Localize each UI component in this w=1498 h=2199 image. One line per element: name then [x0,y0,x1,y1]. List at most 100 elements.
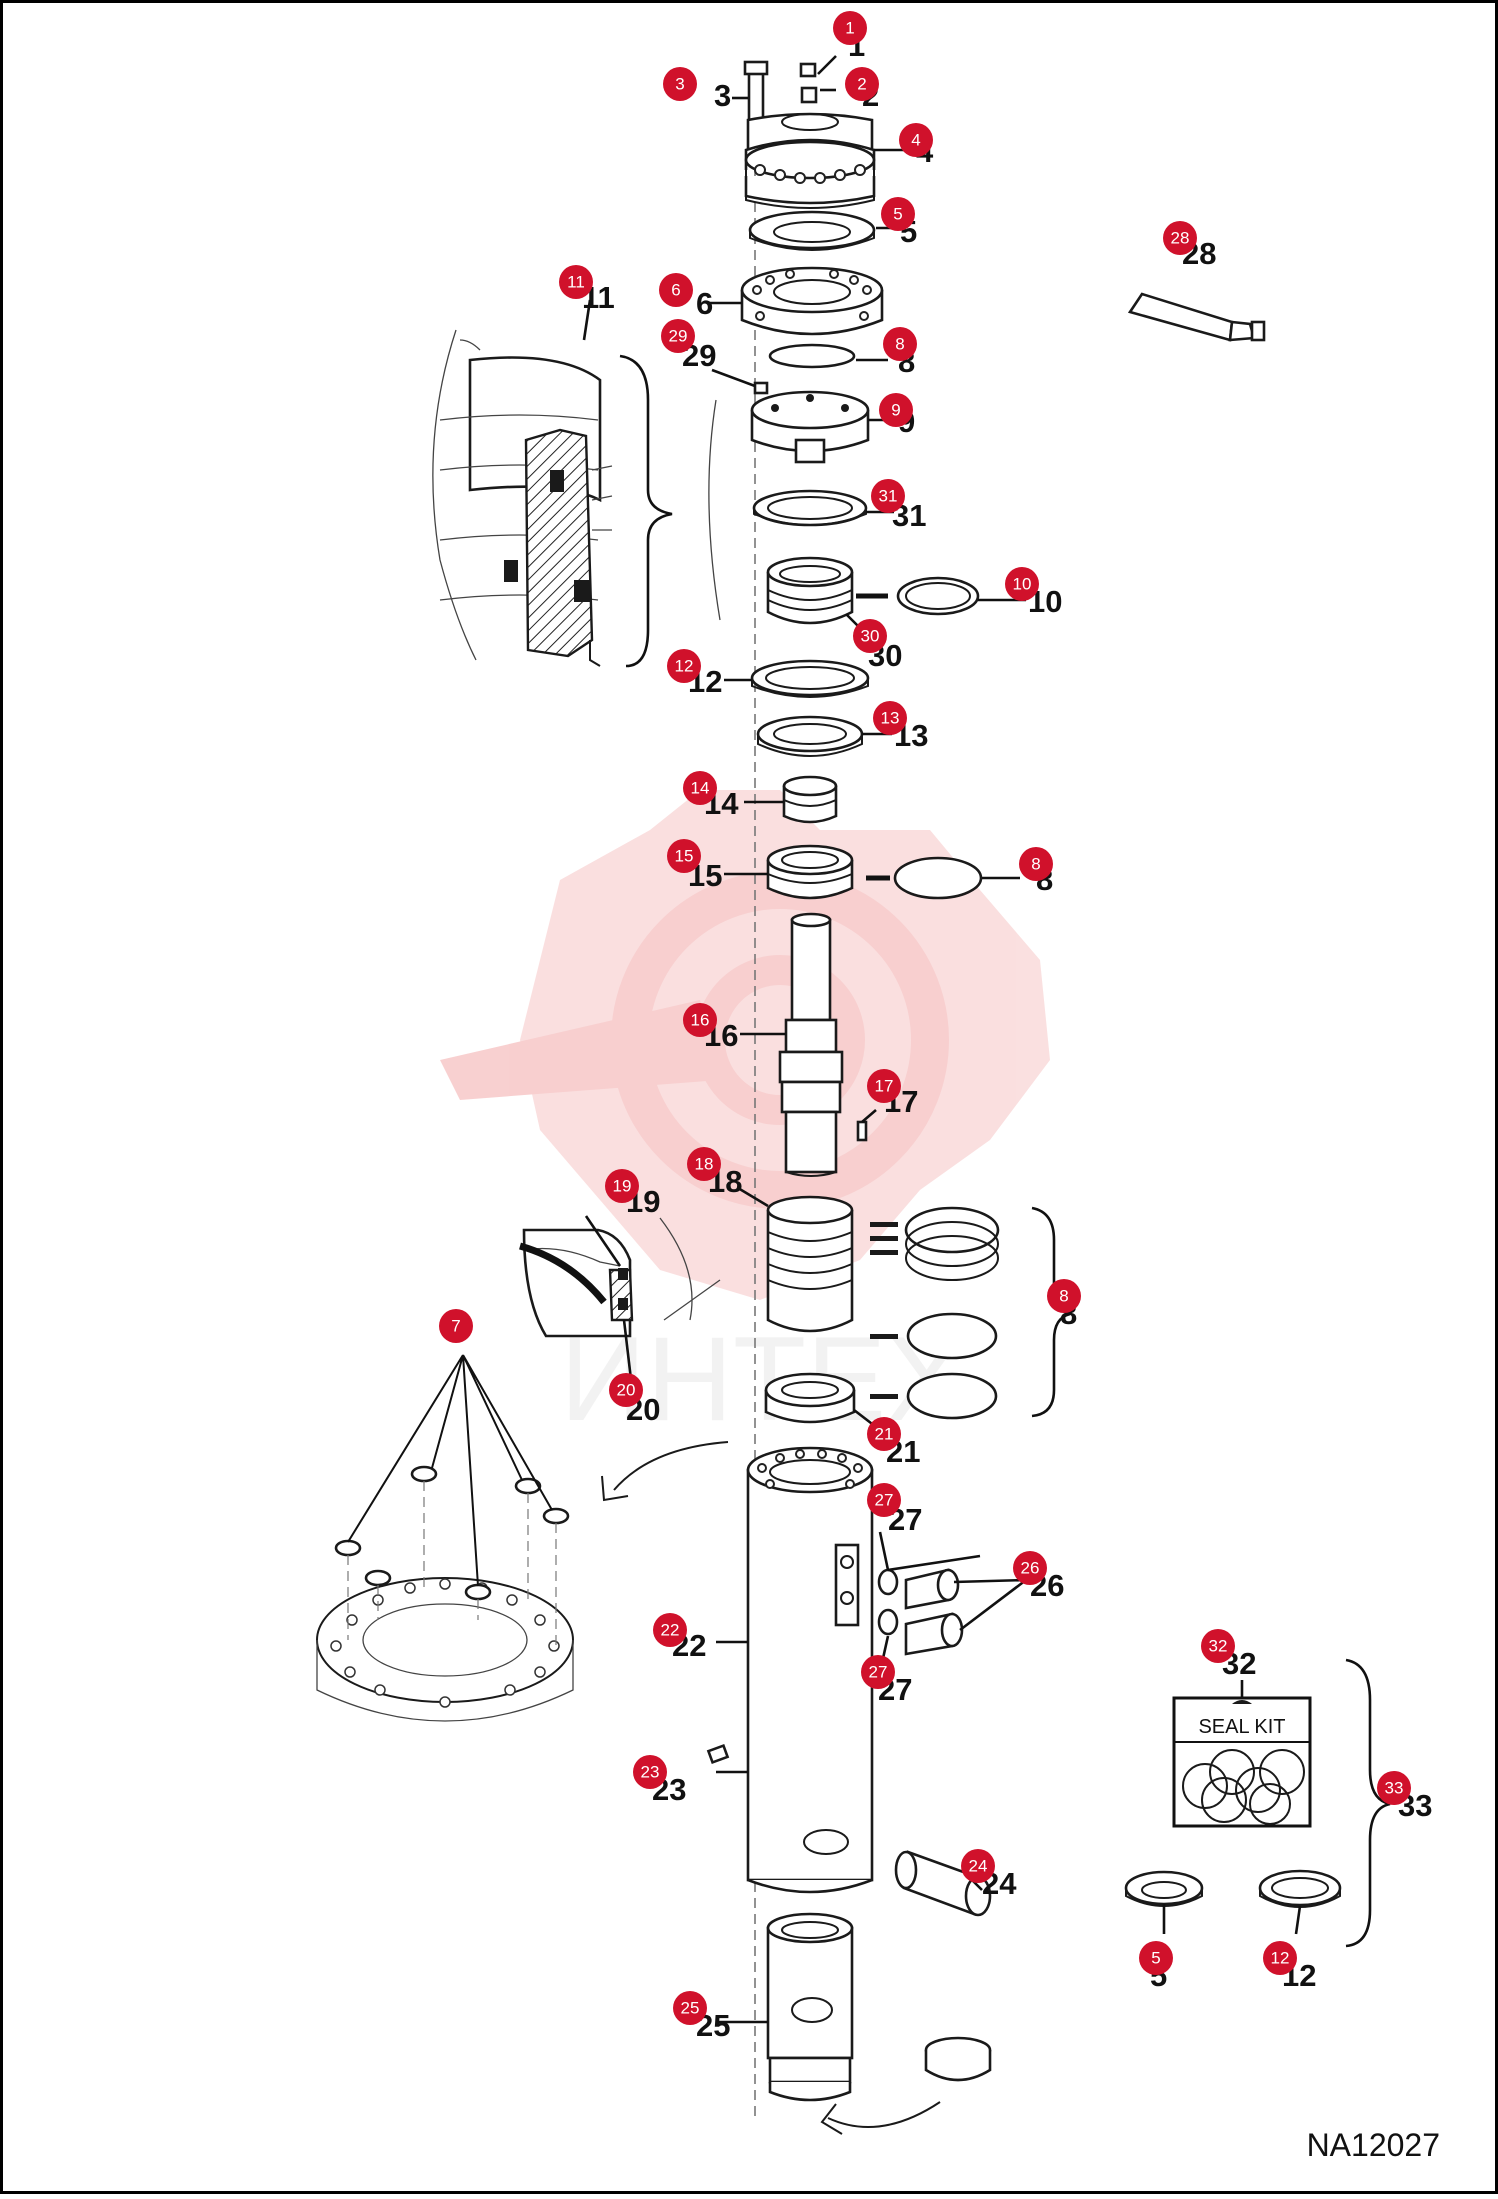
svg-text:15: 15 [675,847,694,866]
svg-text:30: 30 [861,627,880,646]
seal-13 [756,715,864,757]
housing-22 [746,1446,874,1894]
badge-12-kit: 12 [1263,1941,1297,1975]
plug-29 [753,381,769,395]
o-ring-27-b [877,1608,899,1636]
svg-text:16: 16 [691,1011,710,1030]
badge-21: 21 [867,1417,901,1451]
badge-29: 29 [661,319,695,353]
svg-text:12: 12 [675,657,694,676]
svg-text:14: 14 [691,779,710,798]
badge-12-top: 12 [667,649,701,683]
dust-cap [924,2036,992,2082]
svg-text:10: 10 [1013,575,1032,594]
badge-9: 9 [879,393,913,427]
shim-31 [752,489,868,527]
badge-14: 14 [683,771,717,805]
svg-text:8: 8 [1031,855,1040,874]
ring-10 [896,576,980,616]
seal-kit-box: SEAL KIT [1172,1696,1312,1828]
rotation-arrow-upper [601,1441,729,1502]
svg-text:8: 8 [895,335,904,354]
svg-text:24: 24 [969,1857,988,1876]
badge-18: 18 [687,1147,721,1181]
badge-8-c: 8 [1047,1279,1081,1313]
svg-text:1: 1 [845,19,854,38]
svg-text:9: 9 [891,401,900,420]
detail-seal-19 [519,1217,721,1338]
badge-30: 30 [853,619,887,653]
svg-text:32: 32 [1209,1637,1228,1656]
svg-text:22: 22 [661,1621,680,1640]
svg-text:4: 4 [911,131,920,150]
badge-17: 17 [867,1069,901,1103]
svg-text:23: 23 [641,1763,660,1782]
badge-33: 33 [1377,1771,1411,1805]
svg-text:6: 6 [671,281,680,300]
svg-text:33: 33 [1385,1779,1404,1798]
pin-24 [894,1850,992,1917]
lower-section-25 [766,1912,854,2102]
svg-text:27: 27 [869,1663,888,1682]
badge-23: 23 [633,1755,667,1789]
svg-text:2: 2 [857,75,866,94]
plug-2 [800,86,818,104]
svg-text:7: 7 [451,1317,460,1336]
badge-8-b: 8 [1019,847,1053,881]
seal-21 [764,1372,856,1424]
svg-text:19: 19 [613,1177,632,1196]
badge-28: 28 [1163,221,1197,255]
rotation-arrow-lower [820,2101,941,2135]
badge-31: 31 [871,479,905,513]
badge-22: 22 [653,1613,687,1647]
svg-text:27: 27 [875,1491,894,1510]
badge-7: 7 [439,1309,473,1343]
badge-27-b: 27 [861,1655,895,1689]
pin-17 [856,1120,868,1142]
badge-16: 16 [683,1003,717,1037]
svg-text:25: 25 [681,1999,700,2018]
end-cap-4 [744,112,876,209]
badge-26: 26 [1013,1551,1047,1585]
sleeve-14 [782,775,838,824]
svg-text:5: 5 [893,205,902,224]
seal-kit-label: SEAL KIT [1198,1716,1285,1738]
svg-text:8: 8 [1059,1287,1068,1306]
o-rings-8-group [870,1206,1000,1420]
bracket-11 [619,354,673,668]
o-ring-8-a [768,343,856,369]
svg-text:31: 31 [879,487,898,506]
badge-6: 6 [659,273,693,307]
callout-badges: 1 2 3 4 5 6 7 8 8 8 9 10 11 12 13 14 15 … [439,11,1411,2025]
fitting-26-b [904,1612,964,1656]
label-3: 3 [714,78,731,113]
label-6: 6 [696,286,713,321]
svg-text:3: 3 [675,75,684,94]
badge-2: 2 [845,67,879,101]
badge-19: 19 [605,1169,639,1203]
flange-6 [740,266,884,336]
svg-text:13: 13 [881,709,900,728]
svg-text:11: 11 [567,273,585,292]
badge-4: 4 [899,123,933,157]
detail-flange-7 [316,1354,574,1722]
o-ring-27-a [877,1568,899,1596]
badge-1: 1 [833,11,867,45]
badge-13: 13 [873,701,907,735]
bearing-30 [766,556,854,625]
badge-5-top: 5 [881,197,915,231]
shaft-16 [778,912,844,1177]
svg-text:20: 20 [617,1381,636,1400]
badge-27-a: 27 [867,1483,901,1517]
badge-24: 24 [961,1849,995,1883]
ring-12-top [750,659,870,698]
bearing-15 [766,844,854,900]
svg-text:29: 29 [669,327,688,346]
detail-seal-11 [432,329,721,667]
badge-25: 25 [673,1991,707,2025]
o-ring-8-b [893,856,983,900]
badge-5-kit: 5 [1139,1941,1173,1975]
svg-text:21: 21 [875,1425,894,1444]
